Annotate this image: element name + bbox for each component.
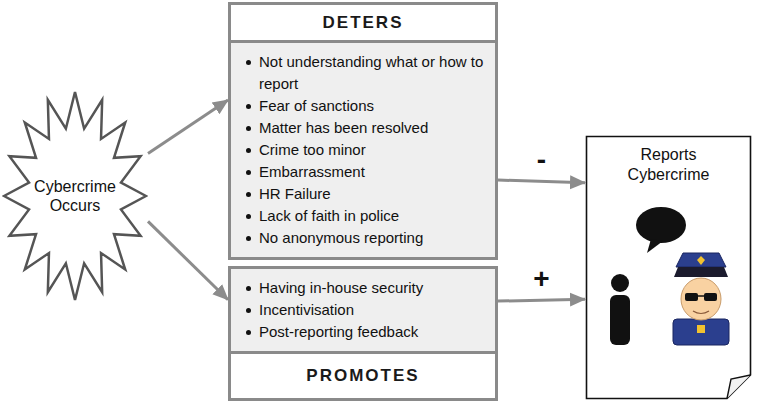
factor-list: Having in-house securityIncentivisationP… xyxy=(231,269,495,351)
speech-bubble xyxy=(636,207,686,243)
factor-item: No anonymous reporting xyxy=(241,227,485,249)
factor-text: Post-reporting feedback xyxy=(259,323,418,340)
starburst-shape xyxy=(4,92,146,300)
factor-item: Embarrassment xyxy=(241,161,485,183)
factor-text: Matter has been resolved xyxy=(259,119,428,136)
bullet-dot xyxy=(246,236,251,241)
flow-arrow xyxy=(498,180,585,183)
officer-body xyxy=(673,319,729,345)
report-label: Reports Cybercrime xyxy=(619,145,719,185)
officer-hat-visor xyxy=(674,267,728,277)
bullet-dot xyxy=(246,104,251,109)
box-heading: DETERS xyxy=(231,5,495,43)
bullet-dot xyxy=(246,148,251,153)
factor-item: Having in-house security xyxy=(241,277,485,299)
factor-text: Lack of faith in police xyxy=(259,207,399,224)
bullet-dot xyxy=(246,214,251,219)
factor-list: Not understanding what or how to reportF… xyxy=(231,43,495,257)
factor-box: DETERSNot understanding what or how to r… xyxy=(228,2,498,260)
factor-item: Crime too minor xyxy=(241,139,485,161)
flow-arrow xyxy=(148,100,228,154)
document-outline xyxy=(587,137,751,399)
factor-item: HR Failure xyxy=(241,183,485,205)
factor-text: Embarrassment xyxy=(259,163,365,180)
factor-item: Matter has been resolved xyxy=(241,117,485,139)
factor-text: Not understanding what or how to report xyxy=(259,53,483,92)
factor-item: Not understanding what or how to report xyxy=(241,51,485,95)
factor-text: No anonymous reporting xyxy=(259,229,423,246)
flow-arrow xyxy=(148,221,228,299)
factor-text: Fear of sanctions xyxy=(259,97,374,114)
starburst-outline xyxy=(2,90,148,302)
person-body xyxy=(610,295,630,345)
bullet-dot xyxy=(246,192,251,197)
flow-arrow xyxy=(498,299,585,301)
officer-face xyxy=(681,278,721,320)
bullet-dot xyxy=(246,286,251,291)
bullet-dot xyxy=(246,308,251,313)
officer-glasses xyxy=(685,293,698,301)
factor-item: Lack of faith in police xyxy=(241,205,485,227)
box-heading: PROMOTES xyxy=(231,351,495,398)
person-head xyxy=(611,274,629,292)
event-label: Cybercrime Occurs xyxy=(29,177,121,215)
report-document: Reports Cybercrime xyxy=(585,135,752,400)
bullet-dot xyxy=(246,170,251,175)
officer-hat xyxy=(676,253,726,267)
factor-item: Fear of sanctions xyxy=(241,95,485,117)
officer-glasses xyxy=(704,293,717,301)
factor-item: Incentivisation xyxy=(241,299,485,321)
factor-text: Incentivisation xyxy=(259,301,354,318)
bullet-dot xyxy=(246,126,251,131)
speech-bubble-tail xyxy=(647,239,663,253)
officer-badge xyxy=(697,325,705,333)
edge-sign: + xyxy=(531,265,551,293)
factor-text: HR Failure xyxy=(259,185,331,202)
bullet-dot xyxy=(246,60,251,65)
edge-sign: - xyxy=(535,146,548,174)
document-fold xyxy=(727,375,751,399)
factor-box: Having in-house securityIncentivisationP… xyxy=(228,266,498,401)
factor-item: Post-reporting feedback xyxy=(241,321,485,343)
factor-text: Crime too minor xyxy=(259,141,366,158)
bullet-dot xyxy=(246,330,251,335)
officer-mouth xyxy=(693,311,709,314)
officer-badge xyxy=(697,256,705,265)
event-starburst: Cybercrime Occurs xyxy=(2,90,148,302)
factor-text: Having in-house security xyxy=(259,279,423,296)
officer-glasses-bridge xyxy=(697,295,705,297)
